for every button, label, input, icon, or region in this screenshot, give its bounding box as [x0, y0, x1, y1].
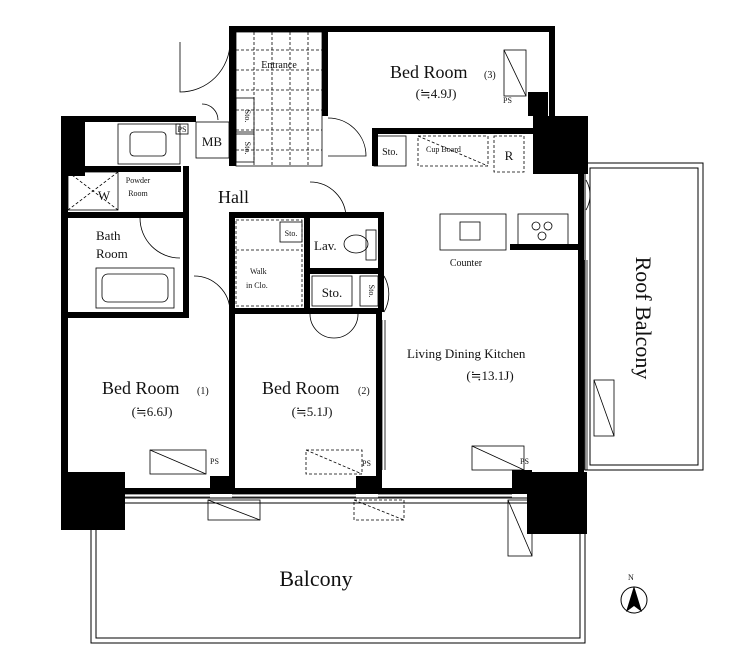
ps-label-bed2: PS: [362, 459, 371, 468]
storage-small: Sto. Sto.: [311, 275, 379, 307]
outdoor-units: [207, 379, 615, 557]
bedroom-2-area: (≒5.1J): [292, 404, 333, 419]
bath-room-label: Bath: [96, 228, 121, 243]
ldk-ps: PS: [471, 445, 529, 471]
ps-label-bed1: PS: [210, 457, 219, 466]
mb-label: MB: [202, 134, 223, 149]
bath-room-label-2: Room: [96, 246, 128, 261]
bath-room: Bath Room: [95, 228, 175, 309]
bedroom-2-number: (2): [358, 386, 370, 397]
washer-label: W: [98, 188, 111, 203]
storage-label-4: Sto.: [285, 229, 298, 238]
ps-label-ldk: PS: [520, 457, 529, 466]
roof-balcony-label: Roof Balcony: [631, 257, 656, 380]
roof-balcony-outline: [584, 162, 704, 471]
north-arrow-icon: N: [620, 573, 648, 614]
entrance-floor: Entrance: [235, 31, 323, 167]
balcony-outline: [90, 497, 586, 644]
powder-room: PS W Powder Room: [67, 123, 189, 211]
bedroom-1-label: Bed Room: [102, 378, 180, 398]
cupboard-label: Cup Board: [426, 145, 461, 154]
entrance-label: Entrance: [261, 60, 297, 71]
doors: [139, 41, 591, 339]
lavatory-label: Lav.: [314, 238, 337, 253]
powder-room-label-2: Room: [128, 189, 148, 198]
ps-label-bed3: PS: [503, 96, 512, 105]
bedroom-1-number: (1): [197, 386, 209, 397]
storage-label-5: Sto.: [322, 285, 343, 300]
walls: [61, 26, 584, 530]
bedroom-3-area: (≒4.9J): [416, 86, 457, 101]
bedroom-3-number: (3): [484, 70, 496, 81]
walk-in-closet-label: Walk: [250, 267, 267, 276]
storage-label-2: Sto.: [243, 142, 252, 155]
bedroom-3-label: Bed Room: [390, 62, 468, 82]
lavatory: Lav.: [314, 229, 377, 261]
storage-label-6: Sto.: [367, 285, 376, 298]
bedroom-1: Bed Room (1) (≒6.6J) PS: [102, 378, 219, 475]
structural-columns: [61, 116, 588, 534]
bedroom-1-area: (≒6.6J): [132, 404, 173, 419]
ldk-label: Living Dining Kitchen: [407, 346, 526, 361]
walk-in-closet-label-2: in Clo.: [246, 281, 268, 290]
walk-in-closet: Walk in Clo. Sto.: [235, 219, 303, 307]
north-label: N: [628, 573, 634, 582]
utility-block: MB Sto. Sto. Sto. Cup Board R: [195, 97, 525, 173]
hall-label: Hall: [218, 187, 249, 207]
balcony-label: Balcony: [279, 566, 352, 591]
counter-label: Counter: [450, 258, 483, 269]
kitchen: Counter: [439, 213, 569, 269]
bedroom-2: Bed Room (2) (≒5.1J) PS: [262, 378, 371, 475]
bedroom-2-label: Bed Room: [262, 378, 340, 398]
ps-label-powder: PS: [178, 125, 187, 134]
powder-room-label: Powder: [126, 176, 151, 185]
windows: [125, 260, 588, 498]
ldk-area: (≒13.1J): [466, 368, 513, 383]
storage-label-1: Sto.: [243, 110, 252, 123]
bedroom-3: Bed Room (3) (≒4.9J) PS: [390, 49, 527, 105]
storage-label-3: Sto.: [382, 147, 398, 158]
fridge-label: R: [505, 148, 514, 163]
